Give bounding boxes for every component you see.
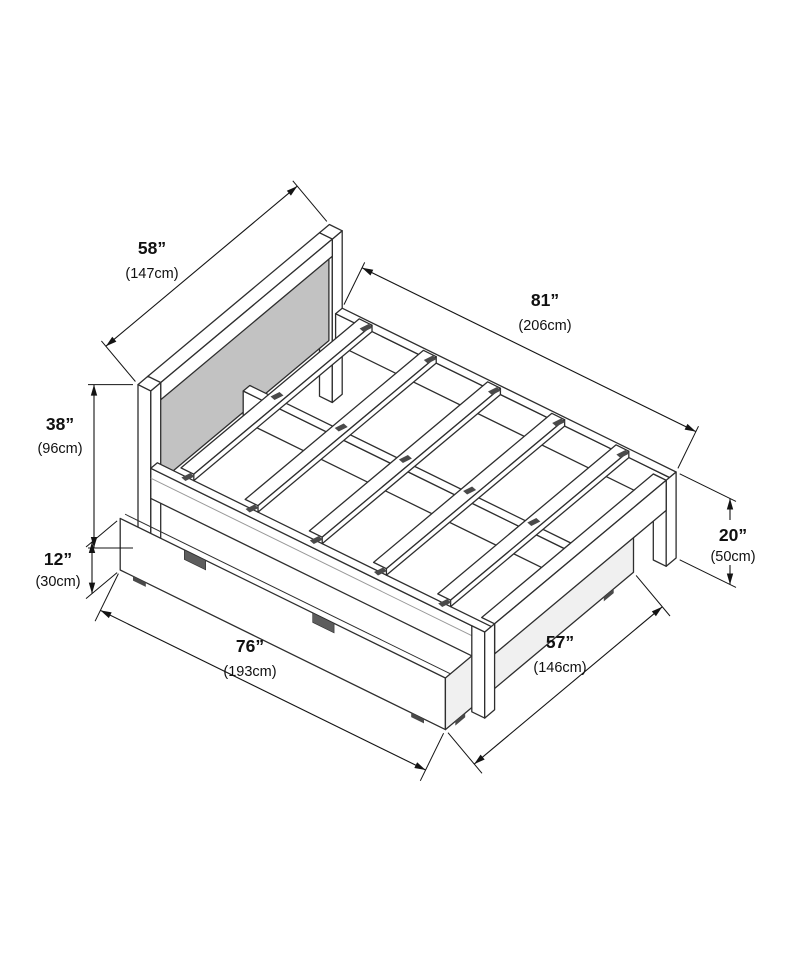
trundle-length-cm-label: (193cm)	[223, 664, 276, 680]
dim-trundle-width: 57” (146cm)	[447, 575, 671, 774]
dim-trundle-length: 76” (193cm)	[94, 573, 445, 782]
trundle-width-inches-label: 57”	[546, 632, 574, 652]
dimension-annotations: 58” (147cm) 81” (206cm) 38” (96cm) 12” (…	[35, 180, 756, 782]
footend-height-inches-label: 20”	[719, 525, 747, 545]
footend-height-cm-label: (50cm)	[710, 549, 755, 565]
trundle-height-inches-label: 12”	[44, 549, 72, 569]
headboard-width-cm-label: (147cm)	[125, 266, 178, 282]
dim-footend-height: 20” (50cm)	[679, 473, 756, 588]
trundle-width-cm-label: (146cm)	[533, 660, 586, 676]
bed-length-inches-label: 81”	[531, 290, 559, 310]
trundle-handle	[184, 549, 206, 571]
trundle-height-cm-label: (30cm)	[35, 574, 80, 590]
bed-drawing	[119, 223, 677, 731]
dim-headboard-height: 38” (96cm)	[37, 384, 133, 549]
foot-leg-near	[471, 623, 496, 719]
headboard-width-inches-label: 58”	[138, 238, 166, 258]
headboard-front-post-top	[137, 375, 162, 392]
trundle-length-inches-label: 76”	[236, 636, 264, 656]
dim-headboard-width: 58” (147cm)	[101, 180, 328, 382]
bed-length-cm-label: (206cm)	[518, 318, 571, 334]
dim-bed-length: 81” (206cm)	[343, 262, 699, 469]
dim-trundle-height: 12” (30cm)	[35, 520, 118, 599]
headboard-height-cm-label: (96cm)	[37, 441, 82, 457]
headboard-height-inches-label: 38”	[46, 414, 74, 434]
